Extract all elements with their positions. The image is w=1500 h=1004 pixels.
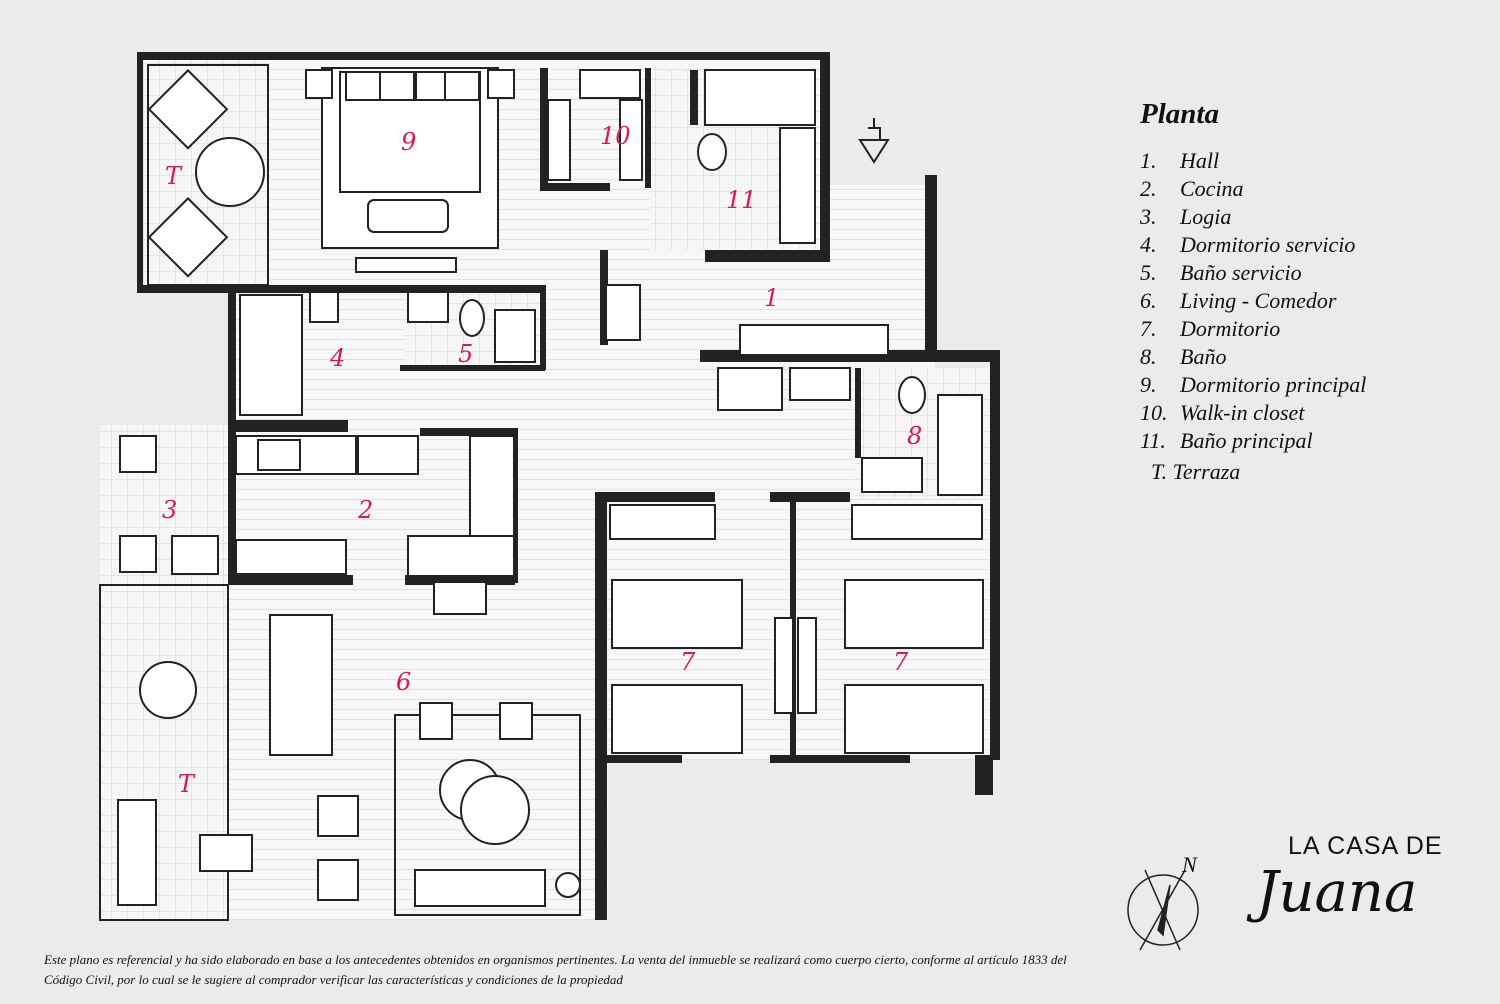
room-label-walkin: 10: [600, 122, 631, 150]
room-label-hall: 1: [764, 284, 779, 312]
legend-terrace: T. Terraza: [1151, 459, 1241, 484]
legend-item-number: 3.: [1140, 204, 1157, 229]
legend-item-label: Baño: [1180, 344, 1227, 369]
legend-item: 6. Living - Comedor: [1140, 287, 1366, 315]
room-label-bedroom-b: 7: [893, 648, 909, 676]
room-label-living: 6: [396, 668, 411, 696]
room-label-logia: 3: [162, 496, 177, 524]
legend-list: 1. Hall 2. Cocina 3. Logia 4. Dormitorio ser…: [1140, 147, 1366, 455]
legend-item: 11. Baño principal: [1140, 427, 1366, 455]
terrace-bottom-furniture: [99, 584, 359, 921]
legend-item: 2. Cocina: [1140, 175, 1366, 203]
legend-item-number: 4.: [1140, 232, 1157, 257]
legend-title: Planta: [1140, 98, 1219, 130]
legend-item-number: 5.: [1140, 260, 1157, 285]
entrance-arrow-icon: [858, 118, 890, 164]
legend-item-number: 11.: [1140, 428, 1166, 453]
walkin-furniture: [547, 69, 816, 244]
bedroom-furniture: [609, 504, 984, 754]
hall-furniture: [605, 284, 983, 496]
legend-item-number: 10.: [1140, 400, 1168, 425]
room-label-bedroom-a: 7: [680, 648, 696, 676]
walls: [137, 52, 1000, 920]
room-label-service-bedroom: 4: [329, 344, 345, 372]
legend-item-number: 2.: [1140, 176, 1157, 201]
brand-line1: LA CASA DE: [1288, 832, 1443, 860]
legend-item-label: Dormitorio principal: [1180, 372, 1367, 397]
room-label-service-bath: 5: [458, 340, 473, 368]
legend-item-number: 1.: [1140, 148, 1157, 173]
legend-item-label: Living - Comedor: [1180, 288, 1337, 313]
legend-item-label: Baño servicio: [1180, 260, 1302, 285]
room-label-terrace-bottom: T: [178, 770, 196, 798]
legend-item-label: Dormitorio: [1180, 316, 1281, 341]
service-furniture: [239, 291, 536, 416]
legend-item-label: Hall: [1180, 148, 1220, 173]
room-label-bath: 8: [907, 422, 922, 450]
legend-item-number: 7.: [1140, 316, 1157, 341]
room-label-master-bath: 11: [726, 186, 757, 214]
brand-logo: Juana: [1256, 860, 1418, 925]
room-label-terrace-top: T: [165, 162, 183, 190]
room-label-kitchen: 2: [357, 496, 373, 524]
compass-north-label: N: [1181, 852, 1198, 877]
legend-item-number: 9.: [1140, 372, 1157, 397]
legend-item-label: Baño principal: [1180, 428, 1313, 453]
room-label-master-bedroom: 9: [401, 128, 416, 156]
compass-icon: [1127, 869, 1199, 951]
legend-item-label: Logia: [1180, 204, 1232, 229]
legend-item-label: Cocina: [1180, 176, 1244, 201]
legend-item-label: Dormitorio servicio: [1180, 232, 1356, 257]
terrace-top-furniture: [147, 64, 269, 286]
legend-item-number: 6.: [1140, 288, 1157, 313]
legend-item-label: Walk-in closet: [1180, 400, 1305, 425]
disclaimer: Este plano es referencial y ha sido elab…: [44, 952, 1067, 987]
legend-item: 5. Baño servicio: [1140, 259, 1366, 287]
legend-item: 4. Dormitorio servicio: [1140, 231, 1366, 259]
legend-item: 1. Hall: [1140, 147, 1366, 175]
logia-furniture: [119, 435, 219, 575]
legend-item: 8. Baño: [1140, 343, 1366, 371]
legend-item: 7. Dormitorio: [1140, 315, 1366, 343]
living-furniture: [269, 614, 581, 916]
kitchen-furniture: [235, 435, 515, 615]
legend: Planta 1. Hall 2. Cocina 3. Logia 4. Dormito…: [1140, 98, 1366, 485]
legend-item: 3. Logia: [1140, 203, 1366, 231]
legend-item: 10. Walk-in closet: [1140, 399, 1366, 427]
master-bed: [305, 67, 515, 273]
legend-item-number: 8.: [1140, 344, 1157, 369]
legend-item: 9. Dormitorio principal: [1140, 371, 1366, 399]
